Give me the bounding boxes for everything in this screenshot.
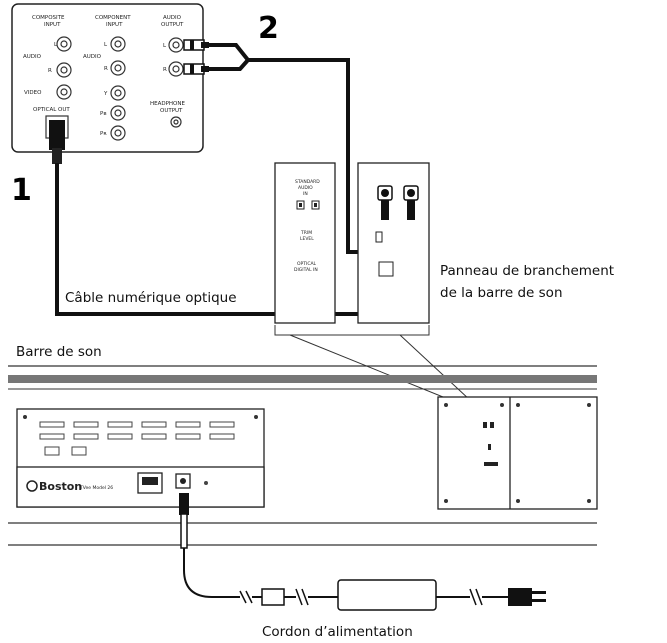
component-pr-label: Pʀ — [100, 131, 107, 137]
headphone-label-2: OUTPUT — [160, 108, 183, 114]
component-input-label-2: INPUT — [106, 22, 123, 28]
component-audio-label: AUDIO — [83, 54, 102, 60]
component-r-label: R — [104, 66, 108, 72]
tv-back-panel: COMPOSITE INPUT COMPONENT INPUT AUDIO OU… — [11, 3, 204, 153]
power-cord — [179, 493, 546, 611]
component-jacks — [110, 36, 126, 141]
power-cord-caption: Cordon d’alimentation — [262, 624, 413, 640]
composite-l-label: L — [54, 42, 58, 48]
composite-input-label-2: INPUT — [44, 22, 61, 28]
trim-level-label-1: TRIM — [300, 230, 312, 236]
model-label: TVee Model 26 — [79, 485, 113, 491]
component-input-label-1: COMPONENT — [95, 15, 131, 21]
composite-r-label: R — [48, 68, 52, 74]
panel-caption-line2: de la barre de son — [440, 285, 563, 301]
vent-slots — [39, 421, 235, 440]
headphone-label-1: HEADPHONE — [150, 101, 186, 107]
soundbar-panel-left: STANDARD AUDIO IN TRIM LEVEL OPTICAL DIG… — [274, 162, 336, 324]
optical-digital-label-2: DIGITAL IN — [294, 267, 318, 273]
optical-out-label: OPTICAL OUT — [33, 107, 70, 113]
power-adapter — [337, 579, 437, 611]
optical-cable-caption: Câble numérique optique — [65, 290, 237, 306]
standard-audio-label-3: IN — [303, 191, 308, 197]
audio-output-label-2: OUTPUT — [161, 22, 184, 28]
brand-label: Boston — [39, 480, 82, 493]
standard-audio-label-1: STANDARD — [295, 179, 320, 185]
audio-out-r-label: R — [163, 67, 167, 73]
panel-caption-line1: Panneau de branchement — [440, 263, 614, 279]
trim-level-label-2: LEVEL — [300, 236, 314, 242]
step-2-label: 2 — [258, 11, 279, 46]
soundbar-caption: Barre de son — [16, 344, 102, 360]
rca-plugs-tv — [183, 39, 209, 75]
soundbar-panel-right — [357, 162, 430, 324]
step-1-label: 1 — [11, 173, 32, 208]
power-plug — [508, 588, 532, 606]
audio-output-jacks — [168, 37, 184, 128]
audio-output-label-1: AUDIO — [163, 15, 182, 21]
audio-label: AUDIO — [23, 54, 42, 60]
component-y-label: Y — [103, 91, 108, 97]
composite-jacks — [56, 36, 72, 100]
soundbar-body: Boston TVee Model 26 — [8, 365, 598, 546]
optical-digital-label-1: OPTICAL — [297, 261, 317, 267]
composite-input-label-1: COMPOSITE — [32, 15, 65, 21]
video-label: VIDEO — [24, 90, 42, 96]
boston-logo-icon — [26, 480, 38, 492]
component-l-label: L — [104, 42, 108, 48]
standard-audio-label-2: AUDIO — [298, 185, 313, 191]
component-pb-label: Pʙ — [100, 111, 107, 117]
audio-out-l-label: L — [163, 43, 167, 49]
